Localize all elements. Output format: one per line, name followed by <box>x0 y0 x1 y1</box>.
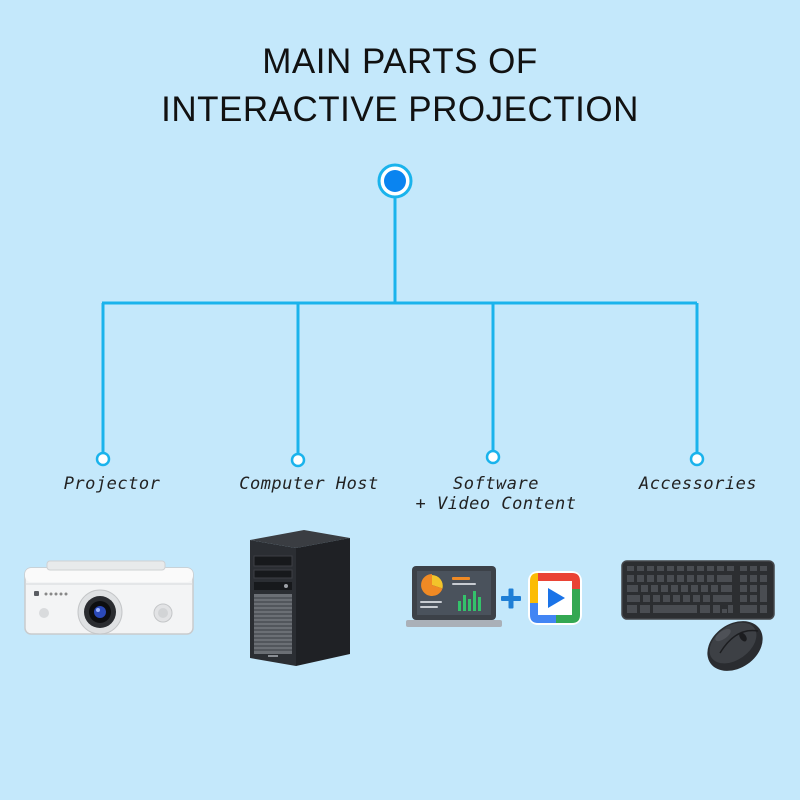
branch-node-accessories <box>689 451 705 467</box>
branch-node-projector <box>95 451 111 467</box>
computer-tower-icon <box>250 530 350 666</box>
page-title: MAIN PARTS OF INTERACTIVE PROJECTION <box>0 38 800 134</box>
label-accessories: Accessories <box>638 474 758 494</box>
root-node-dot <box>384 170 406 192</box>
label-software: Software + Video Content <box>415 474 577 514</box>
projector-icon <box>24 560 194 635</box>
title-line-2: INTERACTIVE PROJECTION <box>161 90 639 129</box>
software-video-icon <box>406 566 582 627</box>
title-line-1: MAIN PARTS OF <box>262 42 538 81</box>
branch-node-software <box>485 449 501 465</box>
keyboard-mouse-icon <box>621 560 775 671</box>
label-projector: Projector <box>63 474 161 494</box>
label-computer-host: Computer Host <box>239 474 379 494</box>
branch-node-computer-host <box>290 452 306 468</box>
